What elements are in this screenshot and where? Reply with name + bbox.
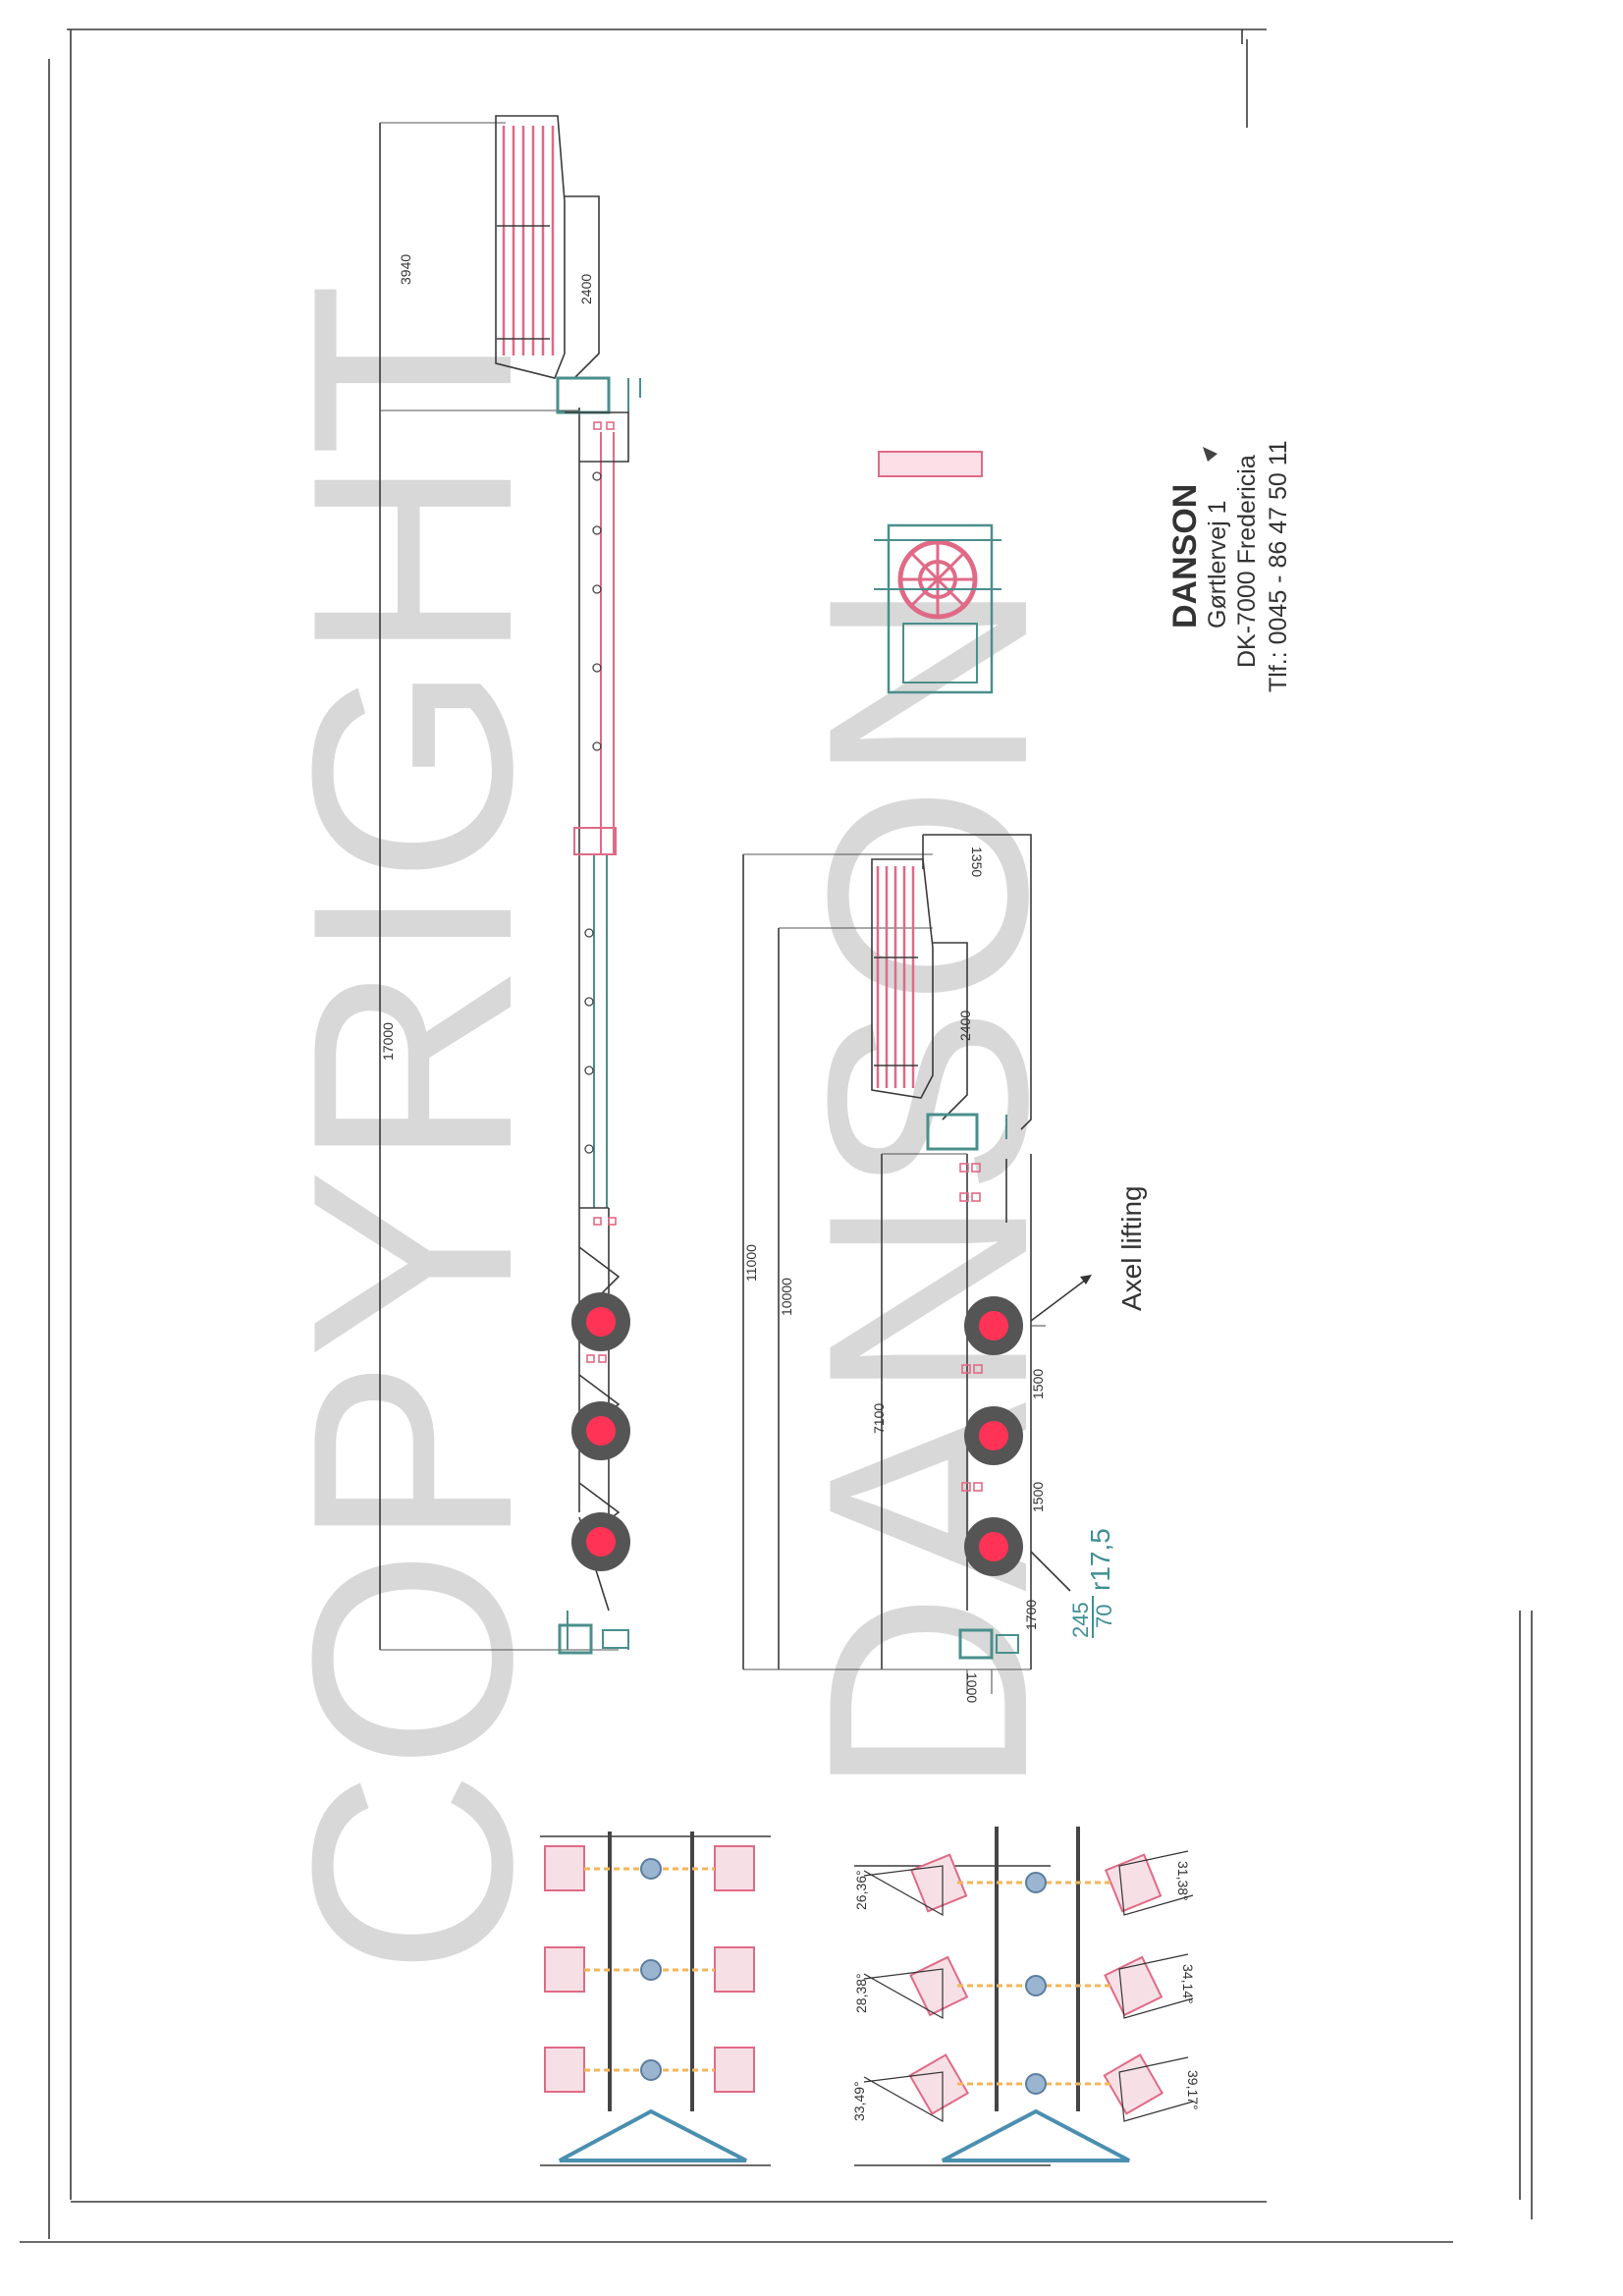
- axel-lifting-label: Axel lifting: [1116, 1185, 1147, 1311]
- angle-4: 31,38°: [1175, 1861, 1191, 1901]
- rear-view-small: [874, 451, 1001, 694]
- company-logo-mark: [1203, 447, 1217, 462]
- main-wheels: [571, 1292, 630, 1571]
- dim-1350: 1350: [969, 847, 985, 877]
- tire-ratio: 70: [1092, 1605, 1116, 1628]
- dim-7100: 7100: [871, 1403, 887, 1434]
- drawing-frame: [20, 28, 1533, 2243]
- company-name: DANSON: [1166, 484, 1204, 629]
- dim-1700: 1700: [1023, 1600, 1039, 1630]
- main-side-view: 3940 2400 17000: [379, 115, 641, 1655]
- tire-width: 245: [1068, 1602, 1093, 1638]
- angle-5: 34,14°: [1180, 1964, 1196, 2004]
- watermark: COPYRIGHT DANSON: [253, 283, 1087, 1976]
- dim-11000: 11000: [743, 1244, 759, 1282]
- dim-17000: 17000: [380, 1022, 396, 1061]
- dim-2400-main: 2400: [578, 274, 594, 304]
- angle-6: 39,17°: [1185, 2070, 1201, 2110]
- angle-2: 28,38°: [853, 1973, 869, 2013]
- watermark-copyright: COPYRIGHT: [253, 283, 571, 1976]
- tire-rim: r17,5: [1085, 1528, 1115, 1591]
- dim-1500-a: 1500: [1030, 1369, 1046, 1399]
- company-street: Gørtlervej 1: [1204, 500, 1231, 629]
- company-info: DANSON Gørtlervej 1 DK-7000 Fredericia T…: [1166, 440, 1292, 692]
- company-city: DK-7000 Fredericia: [1233, 455, 1261, 668]
- company-phone: Tlf.: 0045 - 86 47 50 11: [1265, 440, 1292, 692]
- axle-top-view-straight: [540, 1831, 771, 2166]
- angle-1: 26,36°: [853, 1870, 869, 1910]
- watermark-danson: DANSON: [769, 579, 1087, 1798]
- second-side-view: 1350 2400 11000 10000 7100 1500 1500 170…: [742, 834, 1147, 1703]
- dim-2400-second: 2400: [957, 1011, 973, 1041]
- dim-1500-b: 1500: [1030, 1482, 1046, 1512]
- dim-3940: 3940: [398, 254, 413, 285]
- dim-10000: 10000: [779, 1278, 794, 1316]
- second-wheels: [964, 1296, 1023, 1576]
- dim-1000: 1000: [964, 1672, 980, 1703]
- angle-3: 33,49°: [851, 2081, 867, 2121]
- axle-top-view-steered: 26,36° 28,38° 33,49° 31,38° 34,14° 39,17…: [851, 1827, 1201, 2166]
